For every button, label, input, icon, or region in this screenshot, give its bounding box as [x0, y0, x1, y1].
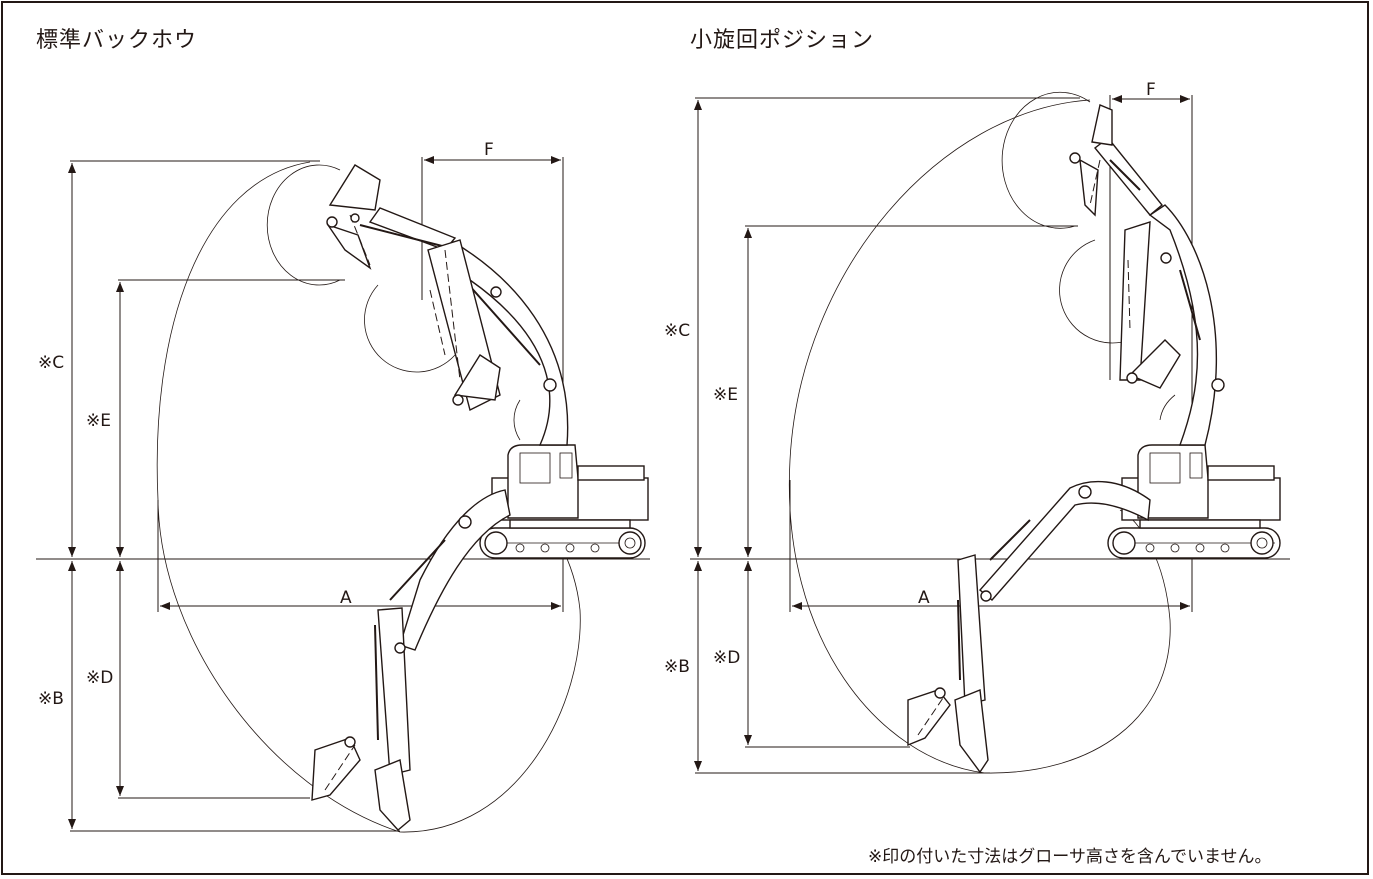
right-raised-boom — [1069, 104, 1225, 446]
left-label-b: ※B — [38, 689, 64, 709]
left-bucket-arc-top — [266, 164, 341, 286]
right-label-a: A — [918, 588, 930, 608]
right-label-f: F — [1146, 80, 1156, 100]
left-bucket-arc-mid — [364, 284, 456, 373]
left-crawler — [479, 527, 646, 559]
footnote: ※印の付いた寸法はグローサ高さを含んでいません。 — [868, 847, 1272, 867]
left-digging-boom — [311, 489, 511, 831]
right-label-b: ※B — [664, 657, 690, 677]
left-label-c: ※C — [38, 353, 64, 373]
left-label-a: A — [340, 588, 352, 608]
right-label-d: ※D — [713, 648, 740, 668]
right-label-c: ※C — [664, 321, 690, 341]
right-label-e: ※E — [713, 385, 738, 405]
left-label-d: ※D — [86, 668, 113, 688]
right-bucket-arc-top — [1001, 91, 1091, 229]
right-arc-small — [1159, 394, 1176, 421]
left-arc-small — [513, 399, 521, 441]
right-digging-boom — [907, 480, 1151, 774]
right-panel-title: 小旋回ポジション — [690, 28, 875, 53]
left-upper-structure — [491, 444, 649, 529]
left-panel: ※C ※E ※B ※D A F — [36, 140, 650, 833]
right-panel: ※C ※E ※B ※D A F — [664, 80, 1290, 774]
left-raised-boom — [326, 164, 569, 446]
right-reach-envelope — [788, 99, 1171, 774]
left-label-e: ※E — [86, 411, 111, 431]
left-label-f: F — [484, 140, 494, 160]
right-crawler — [1107, 527, 1281, 559]
left-panel-title: 標準バックホウ — [36, 28, 198, 53]
right-bucket-arc-mid — [1059, 239, 1131, 344]
